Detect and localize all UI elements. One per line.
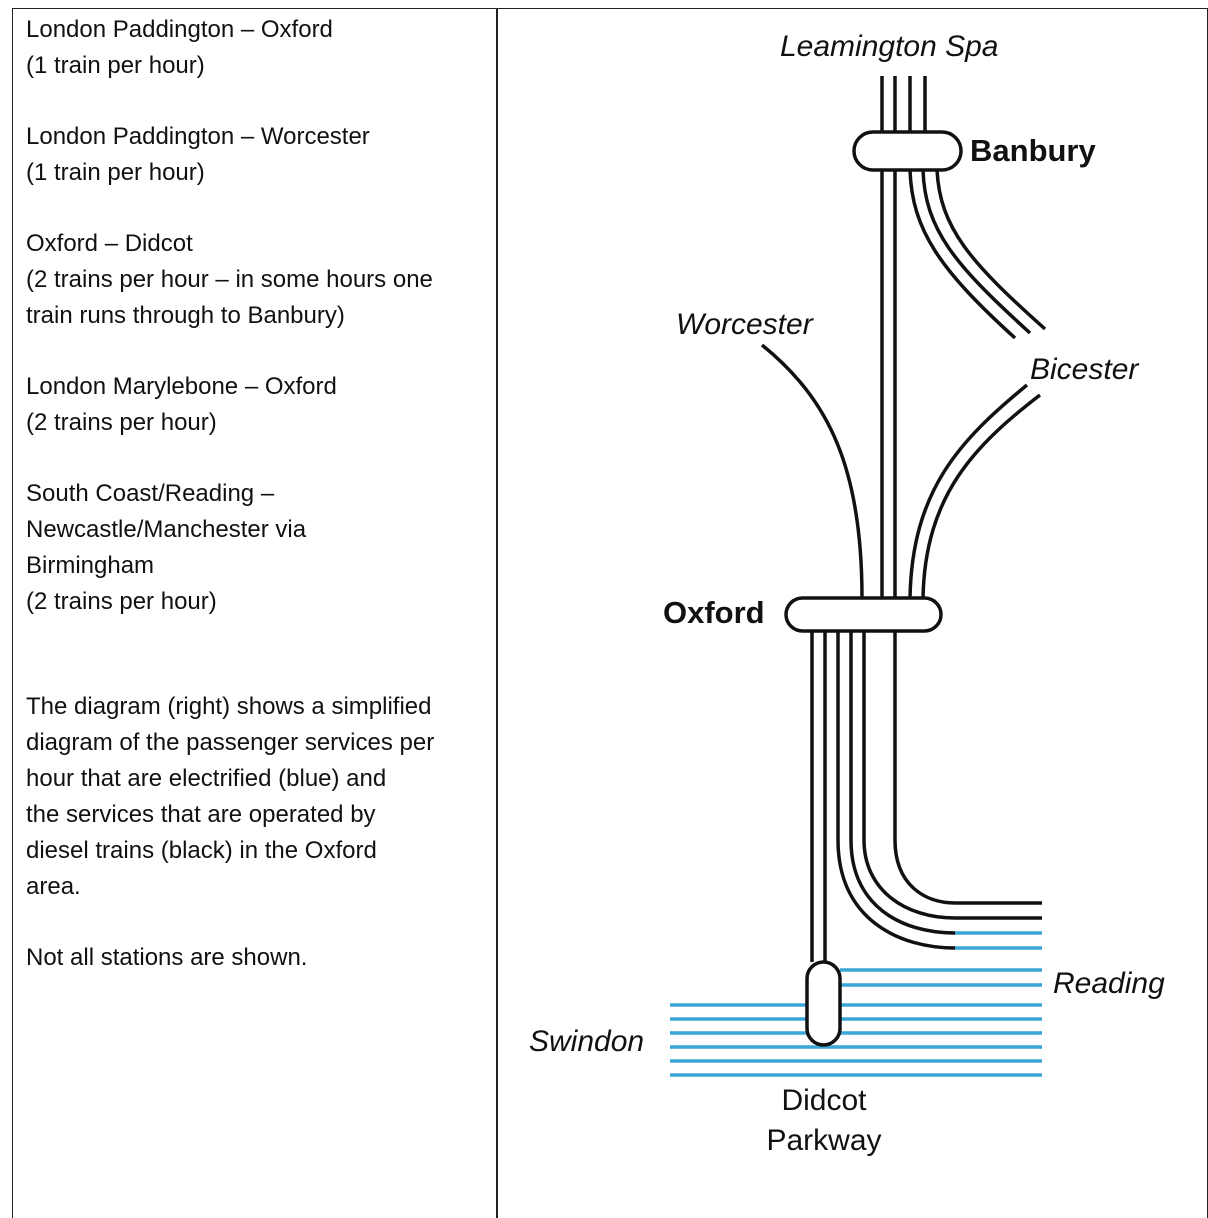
diagram-labels: Leamington Spa Banbury Worcester Biceste…	[529, 30, 1165, 1157]
service-oxford-didcot: Oxford – Didcot (2 trains per hour – in …	[26, 226, 488, 334]
electric-lines	[670, 931, 1042, 1077]
description-line: the services that are operated by	[26, 801, 376, 828]
description-line: diesel trains (black) in the Oxford	[26, 837, 377, 864]
services-column: London Paddington – Oxford (1 train per …	[26, 12, 488, 1011]
line-oxford-reading-2	[849, 626, 956, 935]
diesel-lines	[760, 76, 1047, 962]
diagram-description: The diagram (right) shows a simplified d…	[26, 689, 488, 905]
service-route: London Paddington – Oxford	[26, 16, 333, 43]
line-banbury-bicester-1	[908, 169, 1017, 340]
service-marylebone-oxford: London Marylebone – Oxford (2 trains per…	[26, 369, 488, 441]
service-frequency: (2 trains per hour)	[26, 409, 217, 436]
description-line: hour that are electrified (blue) and	[26, 765, 387, 792]
line-worcester-oxford	[760, 343, 864, 599]
line-banbury-bicester-3	[935, 169, 1047, 331]
stations-note: Not all stations are shown.	[26, 940, 488, 976]
line-oxford-reading-1	[836, 626, 956, 950]
service-frequency: (1 train per hour)	[26, 159, 205, 186]
stations	[784, 130, 963, 1047]
description-line: The diagram (right) shows a simplified	[26, 693, 432, 720]
leamington-label: Leamington Spa	[780, 30, 999, 63]
description-line: area.	[26, 873, 81, 900]
service-crosscountry: South Coast/Reading – Newcastle/Manchest…	[26, 476, 488, 620]
service-paddington-worcester: London Paddington – Worcester (1 train p…	[26, 119, 488, 191]
line-bicester-oxford-2	[921, 393, 1042, 599]
banbury-station-marker	[852, 130, 963, 172]
line-oxford-reading-4	[893, 626, 956, 905]
service-frequency: (1 train per hour)	[26, 52, 205, 79]
service-route-cont: Newcastle/Manchester via	[26, 516, 307, 543]
bicester-label: Bicester	[1030, 353, 1139, 386]
oxford-station-marker	[784, 596, 943, 633]
service-route: London Marylebone – Oxford	[26, 373, 337, 400]
didcot-station-marker	[805, 960, 842, 1047]
didcot-label-line1: Didcot	[781, 1084, 867, 1117]
service-route-cont: Birmingham	[26, 552, 155, 579]
service-frequency-cont: train runs through to Banbury)	[26, 302, 345, 329]
description-line: diagram of the passenger services per	[26, 729, 435, 756]
service-frequency: (2 trains per hour – in some hours one	[26, 266, 433, 293]
service-route: Oxford – Didcot	[26, 230, 193, 257]
line-oxford-reading-3	[862, 626, 956, 920]
service-route: London Paddington – Worcester	[26, 123, 370, 150]
reading-label: Reading	[1053, 967, 1165, 1000]
service-route: South Coast/Reading –	[26, 480, 275, 507]
service-paddington-oxford: London Paddington – Oxford (1 train per …	[26, 12, 488, 84]
swindon-label: Swindon	[529, 1025, 644, 1058]
line-bicester-oxford-1	[908, 383, 1029, 599]
note-text: Not all stations are shown.	[26, 944, 308, 971]
column-divider	[496, 8, 498, 1218]
banbury-label: Banbury	[970, 133, 1097, 168]
worcester-label: Worcester	[676, 308, 814, 341]
line-banbury-bicester-2	[921, 169, 1032, 335]
rail-diagram: Leamington Spa Banbury Worcester Biceste…	[529, 30, 1165, 1157]
oxford-label: Oxford	[663, 595, 765, 630]
didcot-label-line2: Parkway	[766, 1124, 881, 1157]
service-frequency: (2 trains per hour)	[26, 588, 217, 615]
